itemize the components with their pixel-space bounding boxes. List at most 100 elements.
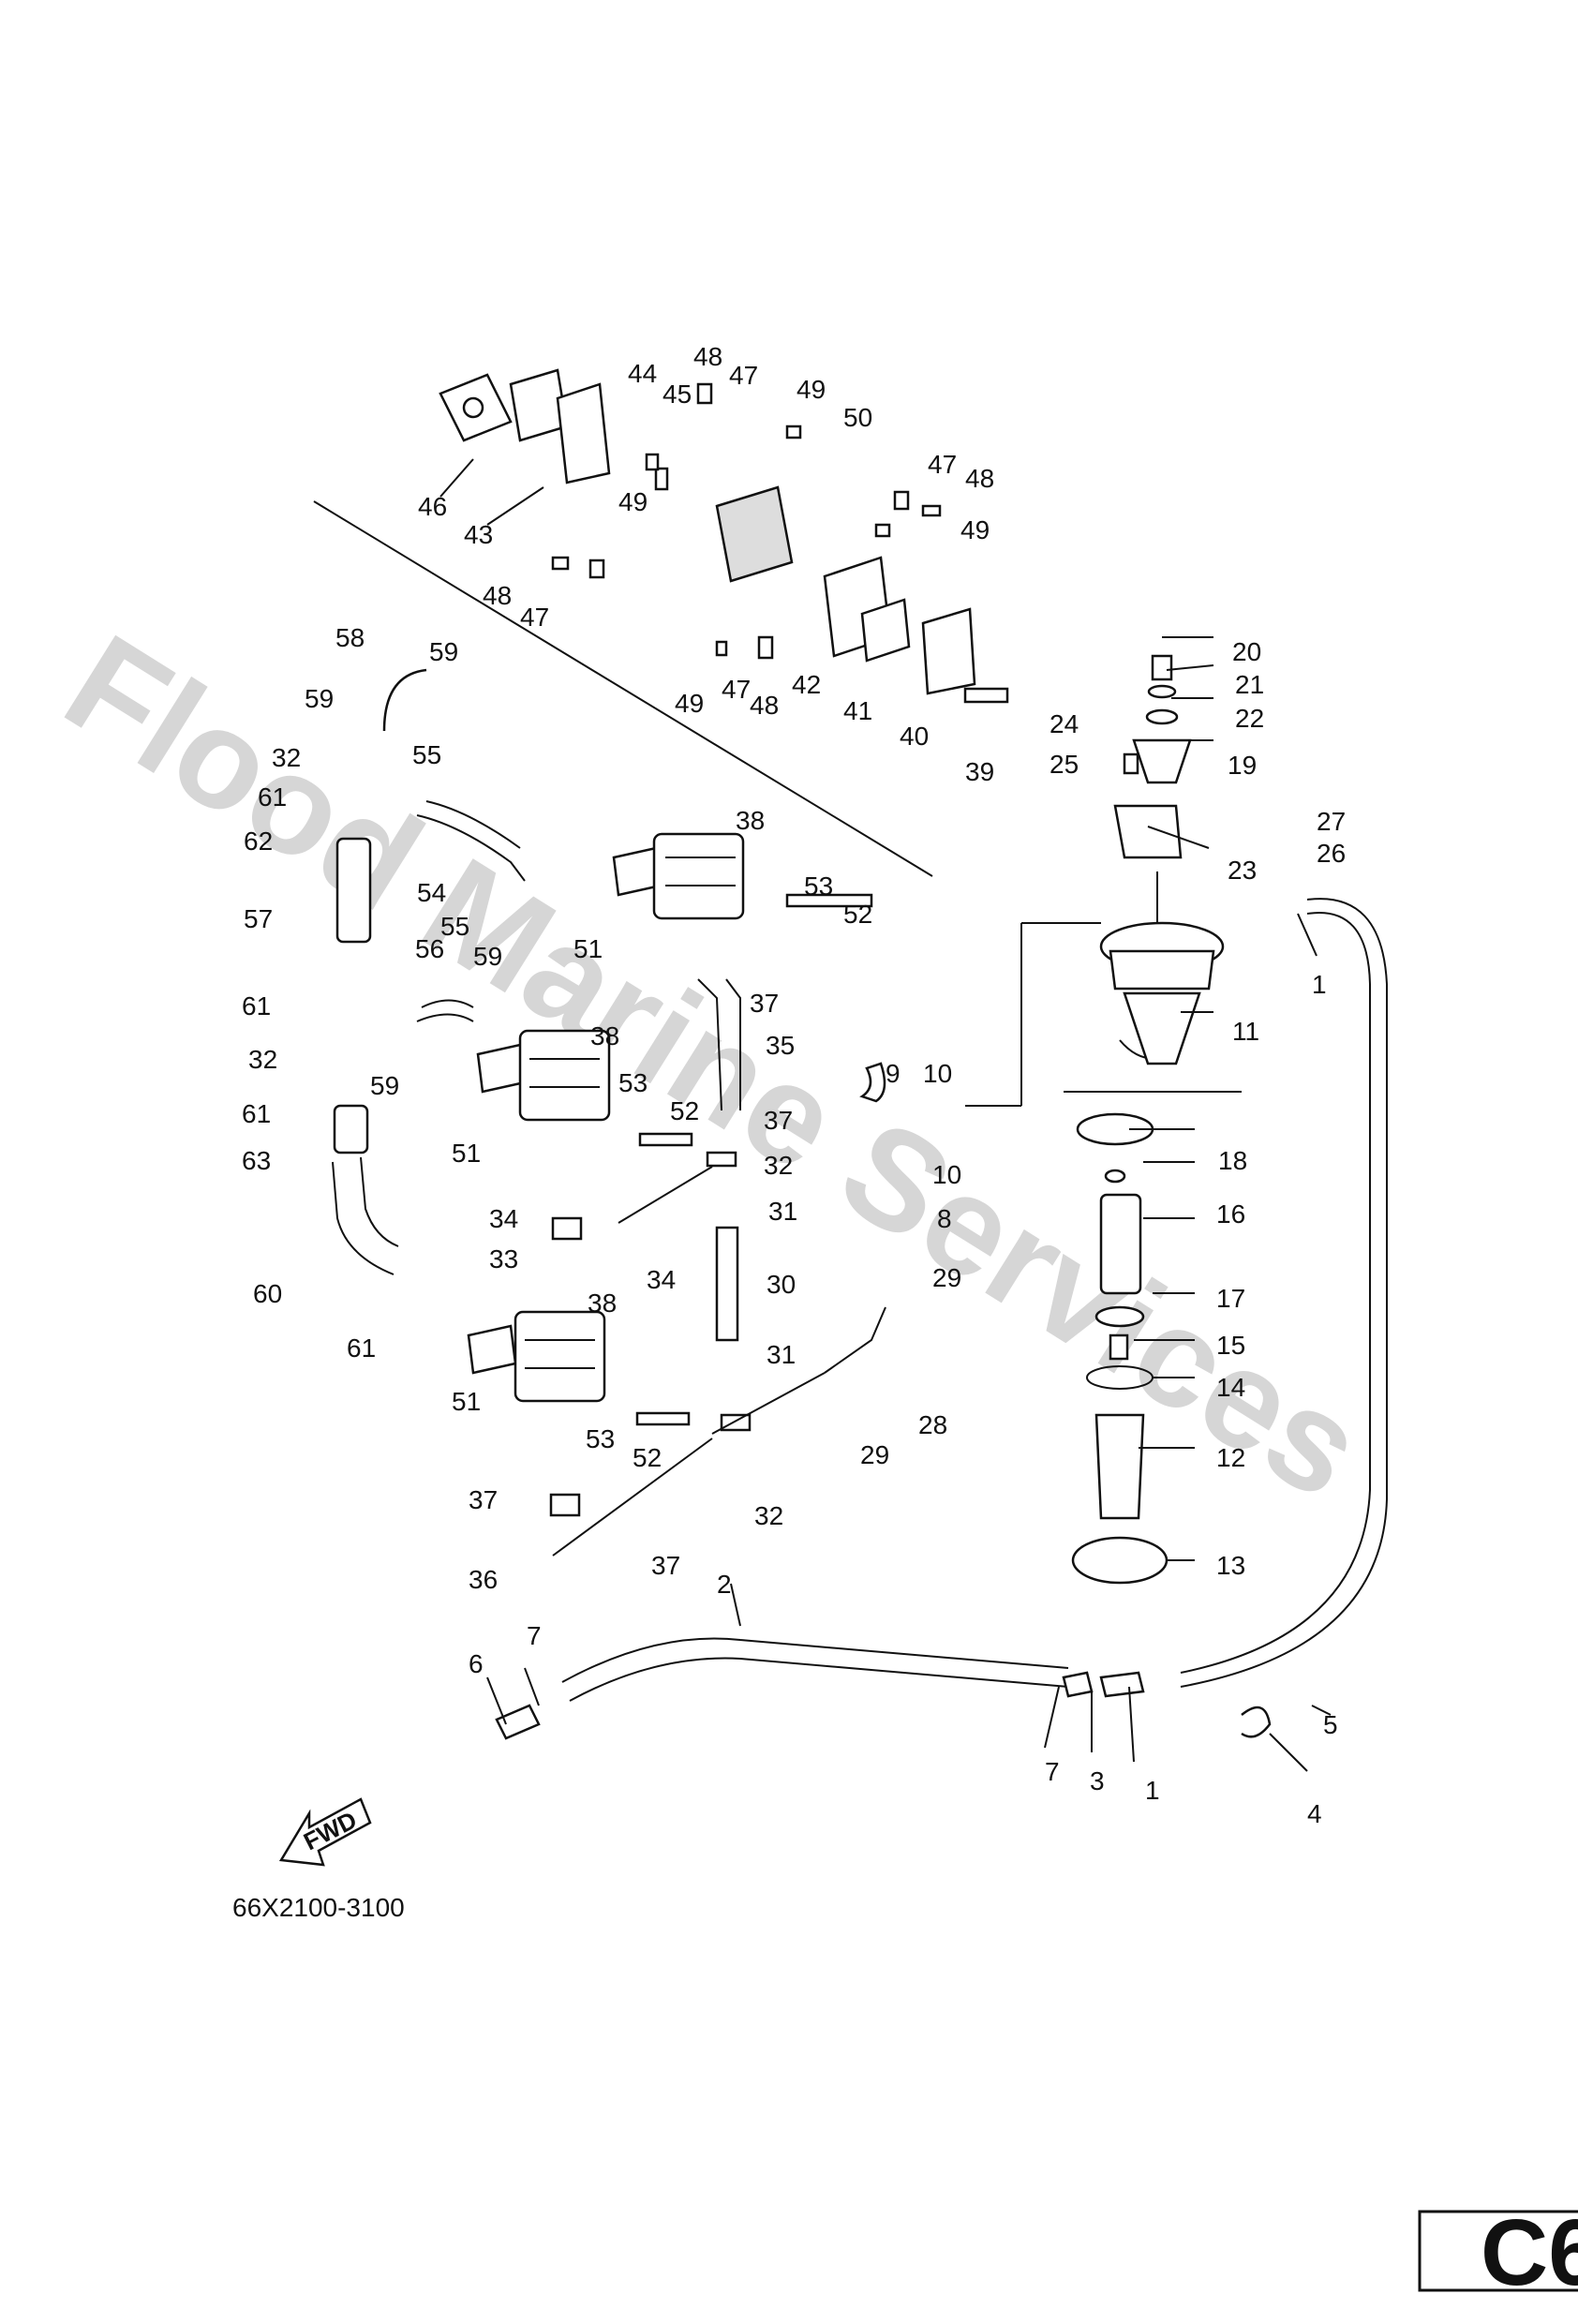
callout-59: 59 [305, 684, 334, 713]
callout-29: 29 [932, 1263, 961, 1292]
callout-46: 46 [418, 492, 447, 521]
callout-12: 12 [1216, 1443, 1245, 1472]
callout-37: 37 [764, 1106, 793, 1135]
callout-52: 52 [670, 1096, 699, 1125]
callout-58: 58 [335, 623, 365, 652]
pump-diaphragm-parts [439, 368, 1009, 704]
callout-59: 59 [370, 1071, 399, 1100]
callout-49: 49 [796, 375, 826, 404]
fuel-pump-middle [476, 1029, 693, 1147]
callout-61: 61 [347, 1333, 376, 1363]
callout-51: 51 [452, 1139, 481, 1168]
callout-37: 37 [651, 1551, 680, 1580]
callout-50: 50 [843, 403, 872, 432]
callout-16: 16 [1216, 1199, 1245, 1229]
callout-34: 34 [489, 1204, 518, 1233]
divider-line [313, 500, 933, 877]
callout-2: 2 [717, 1570, 732, 1599]
callout-47: 47 [729, 361, 758, 390]
callout-55: 55 [440, 912, 469, 941]
callout-54: 54 [417, 878, 446, 907]
callout-26: 26 [1317, 839, 1346, 868]
callout-63: 63 [242, 1146, 271, 1175]
callout-32: 32 [248, 1045, 277, 1074]
callout-37: 37 [750, 989, 779, 1018]
callout-38: 38 [590, 1021, 619, 1050]
callout-10: 10 [923, 1059, 952, 1088]
callout-13: 13 [1216, 1551, 1245, 1580]
callout-57: 57 [244, 904, 273, 933]
callout-49: 49 [960, 515, 990, 544]
callout-39: 39 [965, 757, 994, 786]
callout-40: 40 [900, 722, 929, 751]
drawing-code: 66X2100-3100 [232, 1893, 405, 1922]
hoses-left [332, 668, 526, 1275]
callout-19: 19 [1228, 751, 1257, 780]
fuel-filter-assembly [1071, 654, 1225, 1585]
callout-48: 48 [965, 464, 994, 493]
callout-59: 59 [429, 637, 458, 666]
hoses-center [549, 978, 886, 1557]
callout-1: 1 [1312, 970, 1327, 999]
fuel-pump-lower [467, 1310, 691, 1426]
callout-22: 22 [1235, 704, 1264, 733]
callout-15: 15 [1216, 1331, 1245, 1360]
callout-61: 61 [242, 991, 271, 1020]
callout-14: 14 [1216, 1373, 1245, 1402]
callout-32: 32 [272, 743, 301, 772]
callout-38: 38 [588, 1289, 617, 1318]
callout-49: 49 [675, 689, 704, 718]
callout-33: 33 [489, 1244, 518, 1274]
callout-51: 51 [573, 934, 603, 963]
callout-55: 55 [412, 740, 441, 769]
callout-30: 30 [767, 1270, 796, 1299]
callout-61: 61 [242, 1099, 271, 1128]
callout-36: 36 [469, 1565, 498, 1594]
callout-8: 8 [937, 1204, 952, 1233]
callout-29: 29 [860, 1440, 889, 1469]
fuel-lines [495, 898, 1388, 1740]
callout-47: 47 [928, 450, 957, 479]
callout-41: 41 [843, 696, 872, 725]
callout-21: 21 [1235, 670, 1264, 699]
callout-32: 32 [754, 1501, 783, 1530]
callout-4: 4 [1307, 1799, 1322, 1828]
callout-3: 3 [1090, 1766, 1105, 1795]
callout-53: 53 [618, 1068, 648, 1097]
callout-49: 49 [618, 487, 648, 516]
callout-53: 53 [804, 872, 833, 901]
callout-32: 32 [764, 1151, 793, 1180]
callout-47: 47 [722, 675, 751, 704]
callout-17: 17 [1216, 1284, 1245, 1313]
callout-51: 51 [452, 1387, 481, 1416]
callout-23: 23 [1228, 856, 1257, 885]
callout-48: 48 [693, 342, 722, 371]
callout-10: 10 [932, 1160, 961, 1189]
callout-37: 37 [469, 1485, 498, 1514]
callout-60: 60 [253, 1279, 282, 1308]
fuel-pump-upper [612, 832, 873, 920]
callout-20: 20 [1232, 637, 1261, 666]
callout-9: 9 [886, 1059, 901, 1088]
callout-44: 44 [628, 359, 657, 388]
callout-38: 38 [736, 806, 765, 835]
callout-6: 6 [469, 1649, 484, 1678]
callout-7: 7 [1045, 1757, 1060, 1786]
page-code-box [1418, 2210, 1578, 2292]
callout-11: 11 [1232, 1017, 1259, 1046]
callout-59: 59 [473, 942, 502, 971]
callout-18: 18 [1218, 1146, 1247, 1175]
leader-lines [439, 458, 1332, 1772]
callout-47: 47 [520, 603, 549, 632]
page-code: C6 [1481, 2200, 1578, 2305]
callout-25: 25 [1050, 750, 1079, 779]
callout-53: 53 [586, 1424, 615, 1453]
callout-61: 61 [258, 782, 287, 812]
callout-35: 35 [766, 1031, 795, 1060]
callout-52: 52 [633, 1443, 662, 1472]
callout-42: 42 [792, 670, 821, 699]
fwd-arrow: FWD [278, 1797, 372, 1867]
callout-28: 28 [918, 1410, 947, 1439]
